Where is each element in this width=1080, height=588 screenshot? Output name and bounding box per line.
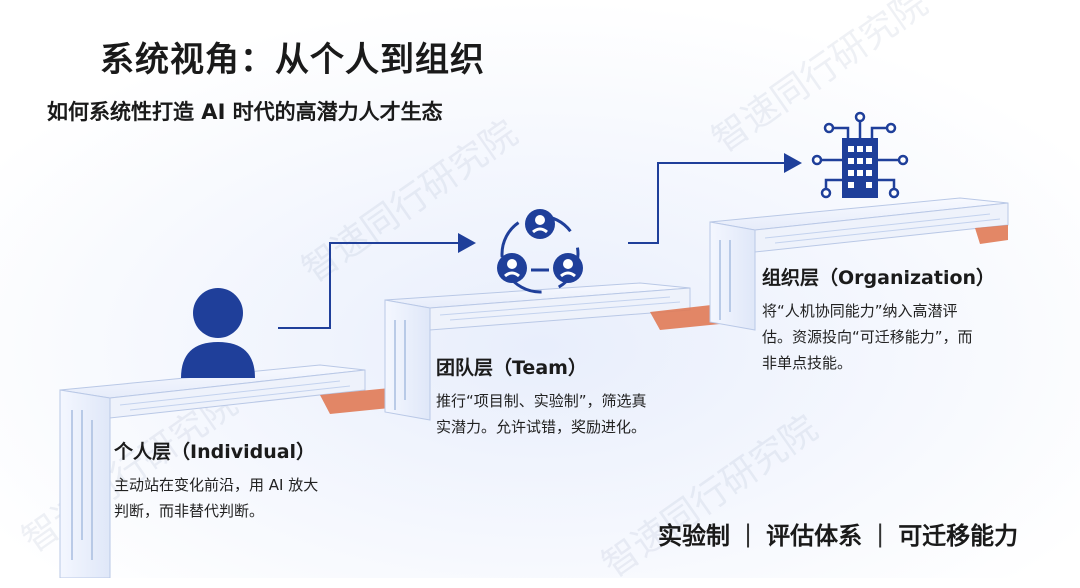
building-network-icon xyxy=(813,113,907,198)
desc-line: 主动站在变化前沿，用 AI 放大 xyxy=(114,472,318,498)
tag-transferable: 可迁移能力 xyxy=(898,516,1018,551)
desc-line: 非单点技能。 xyxy=(762,350,995,376)
person-icon xyxy=(181,288,255,378)
desc-line: 推行“项目制、实验制”，筛选真 xyxy=(436,388,647,414)
desc-line: 将“人机协同能力”纳入高潜评 xyxy=(762,298,995,324)
layer-description: 主动站在变化前沿，用 AI 放大 判断，而非替代判断。 xyxy=(114,472,318,524)
desc-line: 判断，而非替代判断。 xyxy=(114,498,318,524)
desc-line: 实潜力。允许试错，奖励进化。 xyxy=(436,414,647,440)
bottom-tags: 实验制 | 评估体系 | 可迁移能力 xyxy=(658,516,1018,551)
layer-title: 组织层（Organization） xyxy=(762,263,995,290)
tag-separator: | xyxy=(744,520,752,548)
layer-description: 将“人机协同能力”纳入高潜评 估。资源投向“可迁移能力”，而 非单点技能。 xyxy=(762,298,995,376)
desc-line: 估。资源投向“可迁移能力”，而 xyxy=(762,324,995,350)
layer-organization: 组织层（Organization） 将“人机协同能力”纳入高潜评 估。资源投向“… xyxy=(762,263,995,376)
tag-separator: | xyxy=(876,520,884,548)
layer-team: 团队层（Team） 推行“项目制、实验制”，筛选真 实潜力。允许试错，奖励进化。 xyxy=(436,353,647,440)
team-network-icon xyxy=(497,209,583,292)
step-edge-accent xyxy=(975,225,1008,244)
tag-evaluation: 评估体系 xyxy=(766,516,862,551)
tag-experiment: 实验制 xyxy=(658,516,730,551)
layer-title: 团队层（Team） xyxy=(436,353,647,380)
layer-description: 推行“项目制、实验制”，筛选真 实潜力。允许试错，奖励进化。 xyxy=(436,388,647,440)
layer-individual: 个人层（Individual） 主动站在变化前沿，用 AI 放大 判断，而非替代… xyxy=(114,437,318,524)
layer-title: 个人层（Individual） xyxy=(114,437,318,464)
